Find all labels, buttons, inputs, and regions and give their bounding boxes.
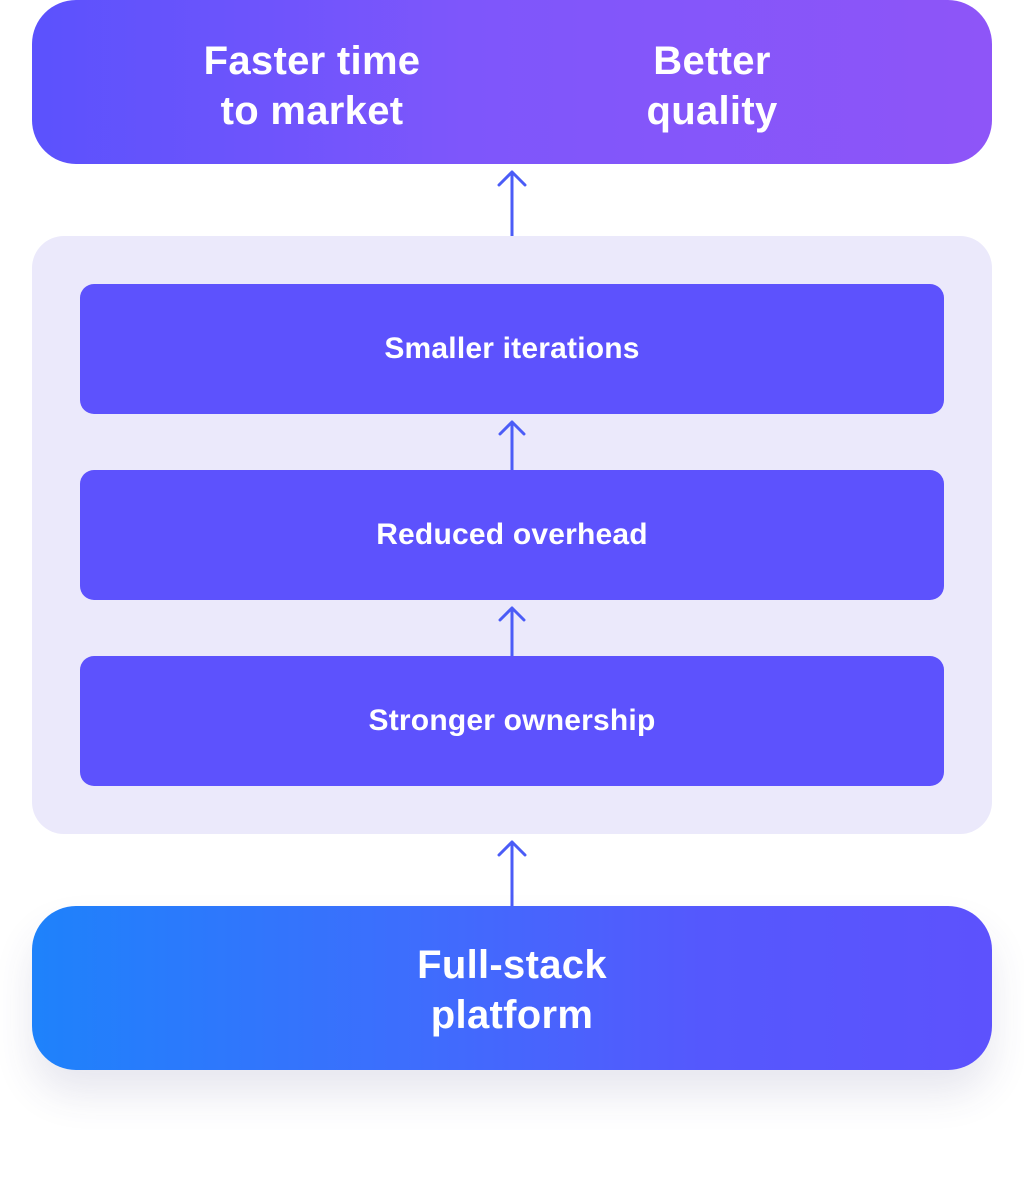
platform-label: Full-stack platform (417, 943, 607, 1037)
outcome-better-quality: Better quality (646, 39, 778, 133)
arrow-up-icon (497, 840, 527, 910)
step-smaller-iterations: Smaller iterations (80, 284, 944, 414)
platform-banner: Full-stack platform (32, 906, 992, 1070)
arrow-up-icon (498, 420, 526, 472)
outcome-faster-time-to-market: Faster time to market (203, 39, 421, 133)
step-reduced-overhead: Reduced overhead (80, 470, 944, 600)
arrow-up-icon (497, 170, 527, 238)
outcomes-banner: Faster time to market Better quality (32, 0, 992, 164)
arrow-up-icon (498, 606, 526, 658)
step-stronger-ownership: Stronger ownership (80, 656, 944, 786)
practices-panel: Smaller iterations Reduced overhead Stro… (32, 236, 992, 834)
